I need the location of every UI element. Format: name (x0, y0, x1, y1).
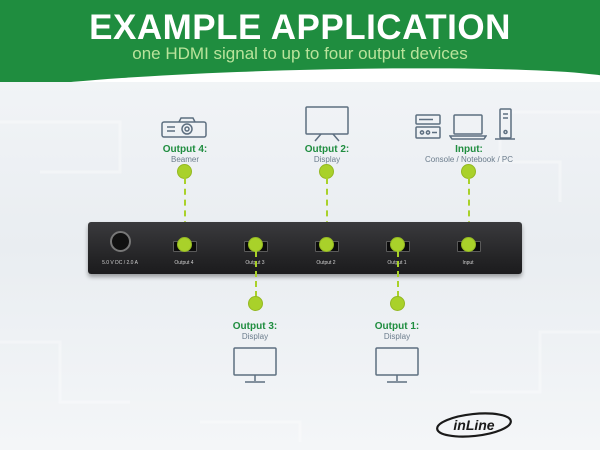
port-connector-dot (462, 238, 475, 251)
dashed-connector (184, 178, 186, 238)
connector-dot (462, 165, 475, 178)
hdmi-splitter-device: 5.0 V DC / 2.0 A Output 4 Output 3 Outpu… (88, 222, 522, 274)
port-label: Output 2 (316, 260, 336, 266)
port-connector-dot (249, 238, 262, 251)
callout-subtitle: Display (241, 332, 269, 341)
callout-subtitle: Beamer (170, 155, 199, 164)
callout-output-3: Output 3: Display (190, 322, 320, 342)
port-connector-dot (320, 238, 333, 251)
callout-subtitle: Display (383, 332, 411, 341)
power-label: 5.0 V DC / 2.0 A (102, 260, 138, 266)
connector-dot (249, 297, 262, 310)
callout-title: Output 2: (304, 144, 350, 155)
dashed-connector (397, 251, 399, 297)
dashed-connector (326, 178, 328, 238)
projector-icon (161, 117, 207, 138)
banner-wave (0, 61, 600, 82)
pc-tower-icon (495, 108, 515, 140)
console-icon (415, 114, 441, 139)
callout-title: Output 3: (232, 321, 278, 332)
display-icon (375, 347, 419, 383)
dashed-connector (468, 178, 470, 238)
callout-subtitle: Display (313, 155, 341, 164)
connector-dot (178, 165, 191, 178)
callout-output-4: Output 4: Beamer (120, 145, 250, 165)
banner-title: EXAMPLE APPLICATION (89, 8, 511, 47)
callout-title: Output 1: (374, 321, 420, 332)
display-icon (233, 347, 277, 383)
connector-dot (391, 297, 404, 310)
port-connector-dot (391, 238, 404, 251)
dc-power-jack (110, 231, 131, 252)
callout-input: Input: Console / Notebook / PC (404, 145, 534, 165)
background-circuit-lines (0, 110, 600, 442)
dashed-connector (255, 251, 257, 297)
connector-dot (320, 165, 333, 178)
port-label: Output 4 (174, 260, 194, 266)
display-icon (305, 106, 349, 142)
port-connector-dot (178, 238, 191, 251)
callout-output-1: Output 1: Display (332, 322, 462, 342)
banner-subtitle: one HDMI signal to up to four output dev… (132, 44, 468, 63)
header-banner: EXAMPLE APPLICATION one HDMI signal to u… (0, 0, 600, 82)
callout-title: Output 4: (162, 144, 208, 155)
callout-subtitle: Console / Notebook / PC (424, 155, 514, 164)
port-label: Input (462, 260, 474, 266)
inline-logo: inLine (436, 412, 512, 438)
notebook-icon (449, 114, 487, 140)
logo-text: inLine (453, 417, 494, 433)
callout-output-2: Output 2: Display (262, 145, 392, 165)
callout-title: Input: (455, 144, 483, 155)
